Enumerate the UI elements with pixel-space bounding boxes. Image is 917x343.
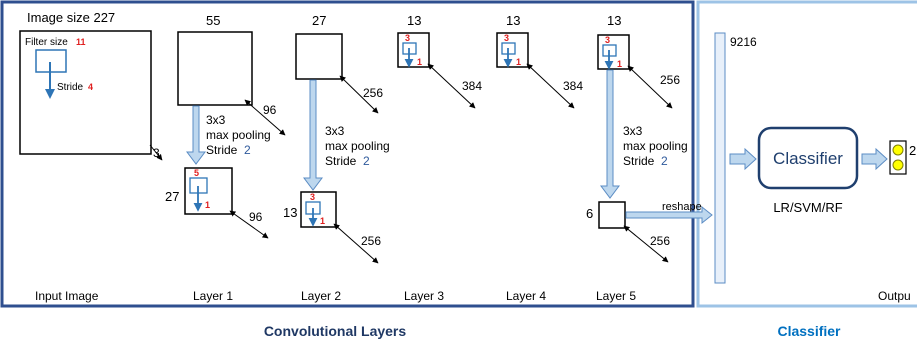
layer5-bottom-box xyxy=(598,201,626,229)
layer2-pool-stride-value: 2 xyxy=(363,154,370,168)
reshape-label: reshape xyxy=(662,201,702,213)
layer3-stride-value: 1 xyxy=(417,57,422,67)
layer3-depth: 384 xyxy=(462,79,482,93)
layer1-pool-stride-label: Stride xyxy=(206,143,238,157)
layer5-stride-value: 1 xyxy=(617,59,622,69)
layer2-pool-text2: max pooling xyxy=(325,139,390,153)
layer1-pool-text1: 3x3 xyxy=(206,113,226,127)
image-size-label: Image size 227 xyxy=(27,10,115,25)
layer2-label: Layer 2 xyxy=(301,289,341,303)
vector-to-classifier-arrow xyxy=(729,147,757,171)
layer5-label: Layer 5 xyxy=(596,289,636,303)
layer1-pool-stride-value: 2 xyxy=(244,143,251,157)
input-depth-arrow xyxy=(149,144,163,161)
output-node-1 xyxy=(892,144,904,156)
input-image-label: Input Image xyxy=(35,289,99,303)
layer4-filter-value: 3 xyxy=(504,33,509,43)
layer2-pool-arrow xyxy=(303,79,323,191)
layer5-pool-text1: 3x3 xyxy=(623,124,643,138)
layer3-top-size: 13 xyxy=(407,13,421,28)
layer1-top-depth: 96 xyxy=(263,103,277,117)
output-count-label: 2 xyxy=(909,143,916,158)
classifier-sub-label: LR/SVM/RF xyxy=(773,200,842,215)
layer5-bottom-size: 6 xyxy=(586,206,593,221)
layer4-stride-value: 1 xyxy=(516,57,521,67)
layer2-bottom-size: 13 xyxy=(283,205,297,220)
layer5-pool-stride-value: 2 xyxy=(661,154,668,168)
filter-size-label: Filter size xyxy=(25,37,68,48)
layer1-bottom-depth: 96 xyxy=(249,210,263,224)
layer4-top-box xyxy=(496,32,529,68)
layer4-label: Layer 4 xyxy=(506,289,546,303)
layer1-bottom-box xyxy=(184,167,233,215)
layer2-filter-value: 3 xyxy=(310,192,315,202)
conv-section-frame xyxy=(0,0,695,308)
layer4-depth-arrow xyxy=(526,63,575,109)
layer4-depth: 384 xyxy=(563,79,583,93)
layer1-bottom-depth-arrow xyxy=(229,210,269,239)
layer5-top-depth: 256 xyxy=(660,73,680,87)
layer5-pool-arrow xyxy=(600,69,620,199)
vector-size-label: 9216 xyxy=(730,35,757,49)
layer5-pool-text2: max pooling xyxy=(623,139,688,153)
classifier-to-output-arrow xyxy=(861,147,888,171)
stride-label: Stride xyxy=(57,82,84,93)
layer2-top-box xyxy=(295,33,343,80)
classifier-section-title: Classifier xyxy=(777,323,841,339)
layer3-label: Layer 3 xyxy=(404,289,444,303)
reshape-arrow xyxy=(625,205,713,225)
layer2-top-depth: 256 xyxy=(363,86,383,100)
layer2-bottom-depth-arrow xyxy=(333,223,379,264)
layer5-bottom-depth: 256 xyxy=(650,234,670,248)
layer1-top-depth-arrow xyxy=(244,99,286,136)
layer1-pool-text2: max pooling xyxy=(206,128,271,142)
layer2-bottom-box xyxy=(300,191,337,228)
output-node-2 xyxy=(892,159,904,171)
layer1-top-size: 55 xyxy=(206,13,220,28)
layer3-filter-value: 3 xyxy=(405,33,410,43)
layer1-filter-value: 5 xyxy=(194,168,199,178)
layer2-pool-stride-label: Stride xyxy=(325,154,357,168)
layer1-pool-arrow xyxy=(186,105,206,165)
layer1-label: Layer 1 xyxy=(193,289,233,303)
layer2-top-depth-arrow xyxy=(339,75,379,114)
layer2-bottom-depth: 256 xyxy=(361,234,381,248)
layer5-top-size: 13 xyxy=(607,13,621,28)
layer2-stride-value: 1 xyxy=(320,216,325,226)
filter-size-value: 11 xyxy=(76,37,86,47)
output-label: Outpu xyxy=(878,289,911,303)
layer1-top-box xyxy=(177,31,253,106)
layer5-top-depth-arrow xyxy=(627,65,673,109)
classifier-box-label: Classifier xyxy=(773,149,843,168)
layer1-stride-value: 1 xyxy=(205,200,210,210)
stride-value: 4 xyxy=(88,82,93,92)
classifier-box xyxy=(757,126,859,190)
layer1-bottom-size: 27 xyxy=(165,189,179,204)
layer4-top-size: 13 xyxy=(506,13,520,28)
layer5-bottom-depth-arrow xyxy=(623,225,669,263)
layer2-pool-text1: 3x3 xyxy=(325,124,345,138)
classifier-section-frame xyxy=(696,0,917,308)
layer2-top-size: 27 xyxy=(312,13,326,28)
conv-section-title: Convolutional Layers xyxy=(264,323,407,339)
layer5-pool-stride-label: Stride xyxy=(623,154,655,168)
flatten-vector-bar xyxy=(714,32,726,284)
layer3-depth-arrow xyxy=(427,63,476,109)
layer5-filter-value: 3 xyxy=(605,35,610,45)
input-image-box xyxy=(19,30,152,155)
